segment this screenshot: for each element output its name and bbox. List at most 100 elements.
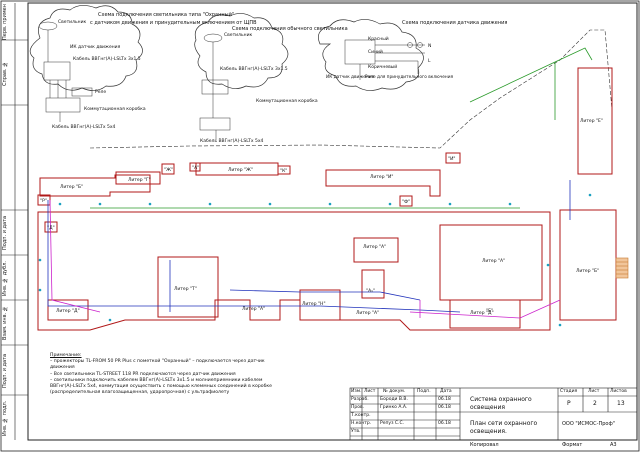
label-lit-a2: Литер "А" xyxy=(363,244,386,250)
tb-r4-role: Н.контр. xyxy=(351,421,372,426)
tb-r4-name: Репуз С.С. xyxy=(380,421,405,426)
label-lit-a4: Литер "А" xyxy=(356,310,379,316)
s3-rele: Реле для принудительного включения xyxy=(365,74,453,80)
label-lit-t: Литер "Т" xyxy=(174,286,197,292)
label-k-ai: "А₁" xyxy=(366,288,375,294)
label-lit-b2: Литер "Б" xyxy=(576,268,599,274)
blue-cable xyxy=(47,180,571,313)
label-k-k: "К" xyxy=(280,168,287,174)
tb-list-value: 2 xyxy=(593,400,597,407)
tb-system-title: Система охранного освещения xyxy=(470,396,532,411)
tb-col-list: Лист xyxy=(364,389,376,394)
side-label-6: Подп. и дата xyxy=(2,353,8,388)
tb-r2-date: 06.18 xyxy=(438,405,451,410)
tb-stadia-head: Стадия xyxy=(560,389,578,394)
tb-format-value: А3 xyxy=(610,442,617,448)
s3-krasny: Красный xyxy=(368,35,389,42)
label-lit-a3: Литер "А" xyxy=(242,306,265,312)
tb-kopiroval: Копировал xyxy=(470,442,499,448)
label-lit-d: Литер "Д" xyxy=(56,308,80,314)
s2-korobka: Коммутационная коробка xyxy=(256,98,318,104)
label-k-a: "А" xyxy=(192,165,199,171)
label-lit-e: Литер "Е" xyxy=(580,118,603,124)
tb-col-izm: Изм. xyxy=(351,389,362,394)
tb-stadia-value: Р xyxy=(567,400,571,407)
tb-r4-date: 06.18 xyxy=(438,421,451,426)
label-lit-n: Литер "Н" xyxy=(302,301,326,307)
s3-siniy: Синий xyxy=(368,48,383,55)
notes-head: Примечание: xyxy=(50,353,82,358)
buildings xyxy=(37,67,617,331)
s1-ik: ИК датчик движения xyxy=(70,44,121,50)
inner-frame xyxy=(27,2,638,441)
s1-svetilnik: Светильник xyxy=(58,19,87,25)
tb-r5-role: Утв. xyxy=(351,429,361,434)
stairs-hatch xyxy=(615,257,629,279)
s3-n: N xyxy=(428,43,431,49)
tb-plan-title: План сети охранного освещения. xyxy=(470,420,538,435)
label-k-d: "Д" xyxy=(47,225,55,231)
tb-col-podp: Подп. xyxy=(417,389,431,394)
s3-ik: ИК датчик движения xyxy=(326,74,374,80)
green-cable xyxy=(90,47,593,209)
scheme-3-wiring xyxy=(344,39,425,80)
tb-r1-name: Бороди В.В. xyxy=(380,397,408,402)
side-label-4: Инв. № дубл. xyxy=(2,260,8,296)
light-fixtures xyxy=(38,193,592,327)
tb-col-data: Дата xyxy=(440,389,452,394)
tb-format-label: Формат xyxy=(562,442,583,448)
tb-listov-head: Листов xyxy=(610,389,627,394)
tb-r2-role: Пров. xyxy=(351,405,365,410)
note-line-1: – прожекторы TL-FROM 50 PR Plus с пометк… xyxy=(50,359,265,371)
label-lit-dd: Литер "Д" xyxy=(470,310,494,316)
label-k-r: "Р" xyxy=(40,198,47,204)
label-lit-i: Литер "И" xyxy=(370,174,394,180)
scheme-2-wiring xyxy=(199,33,231,140)
tb-r3-role: Т.контр. xyxy=(351,413,371,418)
label-lit-a1: Литер "А" xyxy=(482,258,505,264)
tb-list-head: Лист xyxy=(588,389,600,394)
s3-korichnevy: Коричневый xyxy=(368,63,397,70)
tb-organization: ООО "ИСМОС-Проф" xyxy=(562,421,616,427)
notes-block: Примечание: – прожекторы TL-FROM 50 PR P… xyxy=(50,353,285,396)
s2-cable2: Кабель ВВГнг(A)-LSLTx 5х4 xyxy=(200,138,264,144)
tb-r1-role: Разраб. xyxy=(351,397,369,402)
label-k-e: "Е" xyxy=(486,308,493,314)
label-k-i: "И" xyxy=(448,156,456,162)
guard-title-1: Схема подключения светильника типа "Охра… xyxy=(98,11,234,18)
side-label-1: Перв. примен. xyxy=(2,4,8,40)
note-line-2: – Все светильники TL-STREET 118 PR подкл… xyxy=(50,371,236,377)
note-line-3: – светильники подключить кабелем ВВГнг(A… xyxy=(50,377,272,396)
label-lit-g: Литер "Г" xyxy=(128,177,151,183)
tb-col-ndok: № докум. xyxy=(383,389,406,394)
cloud-scheme-2 xyxy=(194,13,289,89)
side-label-2: Справ. № xyxy=(2,60,8,86)
guard-title-2: с датчиком движения и принудительным вкл… xyxy=(90,20,257,26)
s1-cable2: Кабель ВВГнг(A)-LSLTx 5х4 xyxy=(52,124,116,130)
label-k-zh: "Ж" xyxy=(164,167,173,173)
magenta-cable xyxy=(49,199,561,319)
side-label-3: Подп. и дата xyxy=(2,215,8,251)
s1-korobka: Коммутационная коробка xyxy=(84,106,146,112)
label-lit-zh: Литер "Ж" xyxy=(228,167,253,173)
tb-r1-date: 06.18 xyxy=(438,397,451,402)
tb-listov-value: 13 xyxy=(617,400,625,407)
fence-dashed xyxy=(89,29,613,149)
title-block-grid xyxy=(349,387,638,441)
s1-rele: Реле xyxy=(95,89,106,95)
label-lit-b: Литер "Б" xyxy=(60,184,83,190)
normal-title: Схема подключения обычного светильника xyxy=(232,26,348,32)
s2-svetilnik: Светильник xyxy=(224,32,253,38)
tb-r2-name: Гринко А.А. xyxy=(380,405,408,410)
s3-l: L xyxy=(428,58,431,64)
side-label-7: Инв. № подл. xyxy=(2,400,8,436)
scheme-1-wiring xyxy=(38,21,93,122)
sensor-title: Схема подключения датчика движения xyxy=(402,20,507,26)
side-label-5: Взам. инв. № xyxy=(2,305,8,341)
s1-cable: Кабель ВВГнг(A)-LSLTx 3х1.5 xyxy=(73,56,141,62)
label-k-f: "Ф" xyxy=(402,199,410,205)
s2-cable: Кабель ВВГнг(A)-LSLTx 3х1.5 xyxy=(220,66,288,72)
